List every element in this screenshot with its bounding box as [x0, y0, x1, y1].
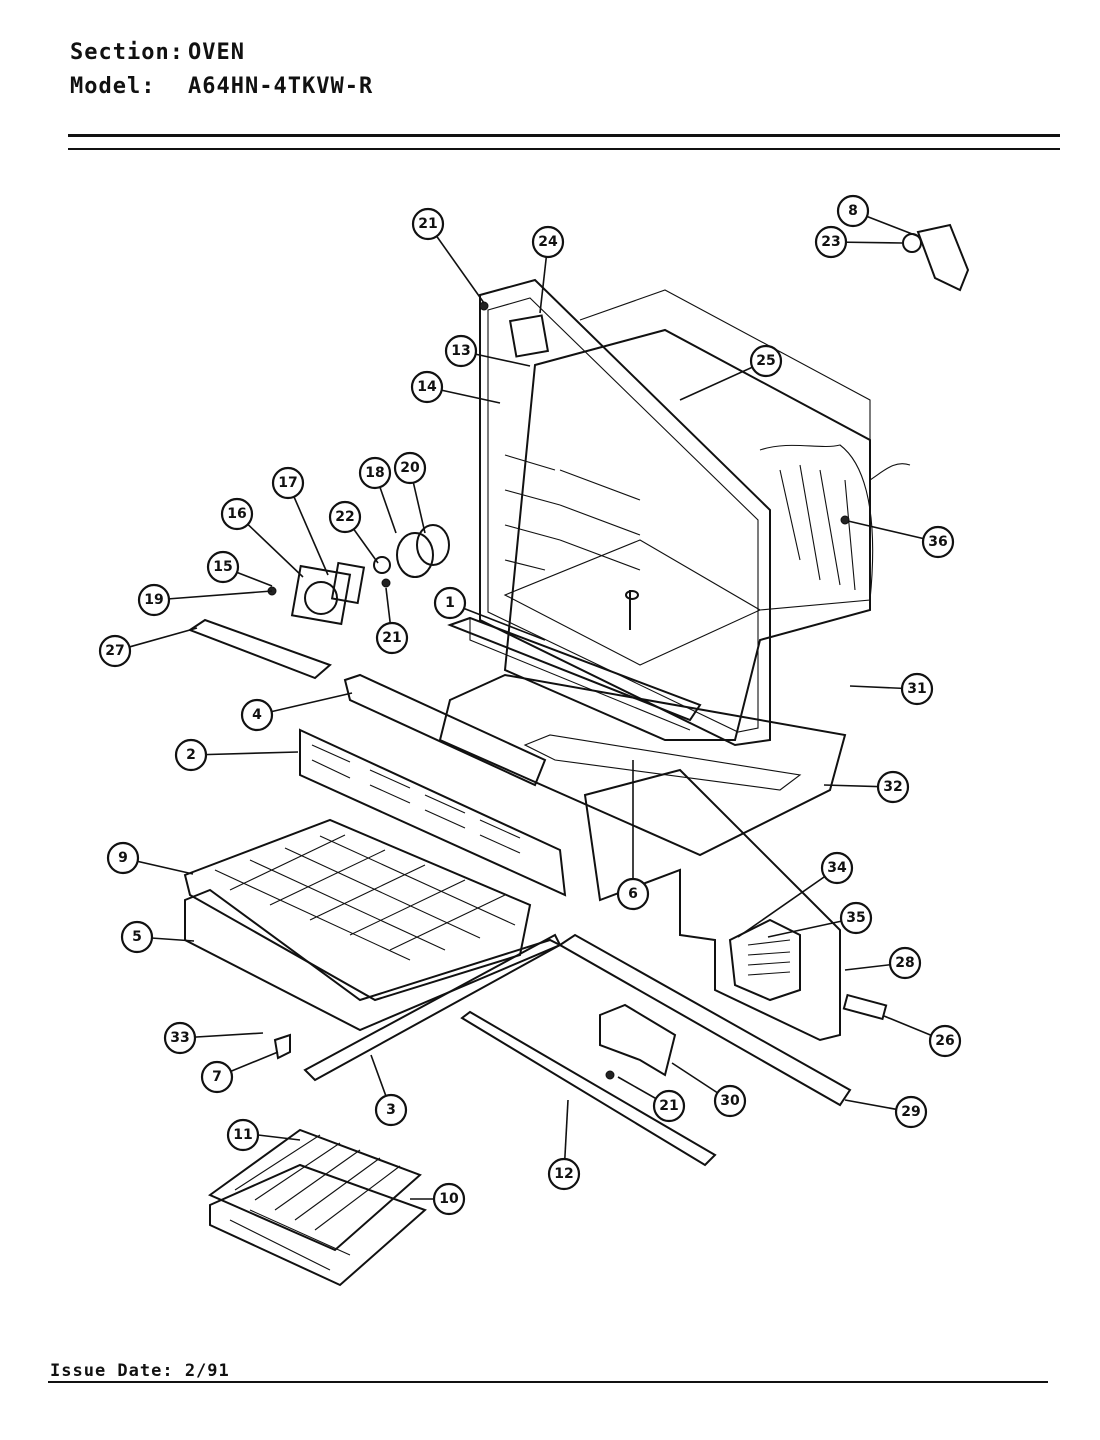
footer-rule [48, 1381, 1048, 1383]
callout-21-bracket: 21 [652, 1089, 686, 1123]
callout-21-top: 21 [411, 207, 445, 241]
callout-label: 24 [538, 234, 558, 250]
callout-label: 4 [252, 707, 262, 723]
callout-label: 10 [439, 1191, 459, 1207]
callout-label: 13 [451, 343, 470, 359]
callout-label: 25 [756, 353, 775, 369]
callout-label: 33 [170, 1030, 189, 1046]
callout-label: 28 [895, 955, 914, 971]
callout-label: 16 [227, 506, 246, 522]
model-heading: Model: A64HN-4TKVW-R [70, 74, 373, 99]
callout-3: 3 [374, 1093, 408, 1127]
leader-lines [114, 210, 946, 1200]
callout-label: 22 [335, 509, 354, 525]
oven-front-trim [299, 673, 567, 897]
callout-22: 22 [328, 500, 362, 534]
issue-date: Issue Date: 2/91 [50, 1361, 230, 1381]
callout-label: 6 [628, 886, 638, 902]
callout-24: 24 [531, 225, 565, 259]
callout-7: 7 [200, 1060, 234, 1094]
callout-17: 17 [271, 466, 305, 500]
light-and-small-parts [187, 223, 970, 1080]
callout-27: 27 [98, 634, 132, 668]
callout-30: 30 [713, 1084, 747, 1118]
callout-18: 18 [358, 456, 392, 490]
callout-label: 17 [278, 475, 297, 491]
callout-label: 3 [386, 1102, 396, 1118]
callout-label: 21 [382, 630, 401, 646]
callout-25: 25 [749, 344, 783, 378]
callout-29: 29 [894, 1095, 928, 1129]
callout-label: 34 [827, 860, 847, 876]
callout-31: 31 [900, 672, 934, 706]
oven-cavity [479, 278, 911, 747]
callout-label: 15 [213, 559, 232, 575]
callout-14: 14 [410, 370, 444, 404]
callout-11: 11 [226, 1118, 260, 1152]
section-heading: Section:OVEN [70, 40, 245, 65]
oven-bottom-assembly [438, 616, 888, 1042]
model-label: Model: [70, 74, 156, 99]
callout-33: 33 [163, 1021, 197, 1055]
callout-4: 4 [240, 698, 274, 732]
callout-label: 29 [901, 1104, 920, 1120]
callout-36: 36 [921, 525, 955, 559]
callout-1: 1 [433, 586, 467, 620]
callout-15: 15 [206, 550, 240, 584]
section-value: OVEN [188, 40, 245, 65]
callout-label: 2 [186, 747, 196, 763]
callout-9: 9 [106, 841, 140, 875]
callout-5: 5 [120, 920, 154, 954]
callout-label: 19 [144, 592, 163, 608]
callout-label: 21 [418, 216, 437, 232]
callout-label: 27 [105, 643, 124, 659]
callout-8: 8 [836, 194, 870, 228]
callout-19: 19 [137, 583, 171, 617]
callout-10: 10 [432, 1182, 466, 1216]
callout-32: 32 [876, 770, 910, 804]
callout-label: 14 [417, 379, 437, 395]
callout-6: 6 [616, 877, 650, 911]
header-rule-thick [68, 134, 1060, 137]
callout-label: 1 [445, 595, 455, 611]
callout-35: 35 [839, 901, 873, 935]
callout-label: 32 [883, 779, 902, 795]
callout-label: 18 [365, 465, 384, 481]
callout-label: 21 [659, 1098, 678, 1114]
callout-label: 23 [821, 234, 840, 250]
callout-label: 20 [400, 460, 420, 476]
callout-2: 2 [174, 738, 208, 772]
callout-23: 23 [814, 225, 848, 259]
header-rule-thin [68, 148, 1060, 150]
model-value: A64HN-4TKVW-R [188, 74, 374, 99]
callout-13: 13 [444, 334, 478, 368]
section-label: Section: [70, 40, 184, 65]
callout-label: 26 [935, 1033, 954, 1049]
callout-26: 26 [928, 1024, 962, 1058]
callout-34: 34 [820, 851, 854, 885]
callout-21-light: 21 [375, 621, 409, 655]
callout-label: 35 [846, 910, 865, 926]
broil-pan-and-racks [183, 818, 852, 1167]
callout-label: 9 [118, 850, 128, 866]
callout-12: 12 [547, 1157, 581, 1191]
callout-label: 36 [928, 534, 947, 550]
callout-label: 12 [554, 1166, 573, 1182]
callout-label: 7 [212, 1069, 222, 1085]
callout-28: 28 [888, 946, 922, 980]
callout-label: 11 [233, 1127, 252, 1143]
callout-label: 5 [132, 929, 142, 945]
callout-label: 30 [720, 1093, 740, 1109]
callout-20: 20 [393, 451, 427, 485]
callout-16: 16 [220, 497, 254, 531]
callout-label: 8 [848, 203, 858, 219]
callout-label: 31 [907, 681, 926, 697]
broiler-pan [207, 1128, 427, 1287]
